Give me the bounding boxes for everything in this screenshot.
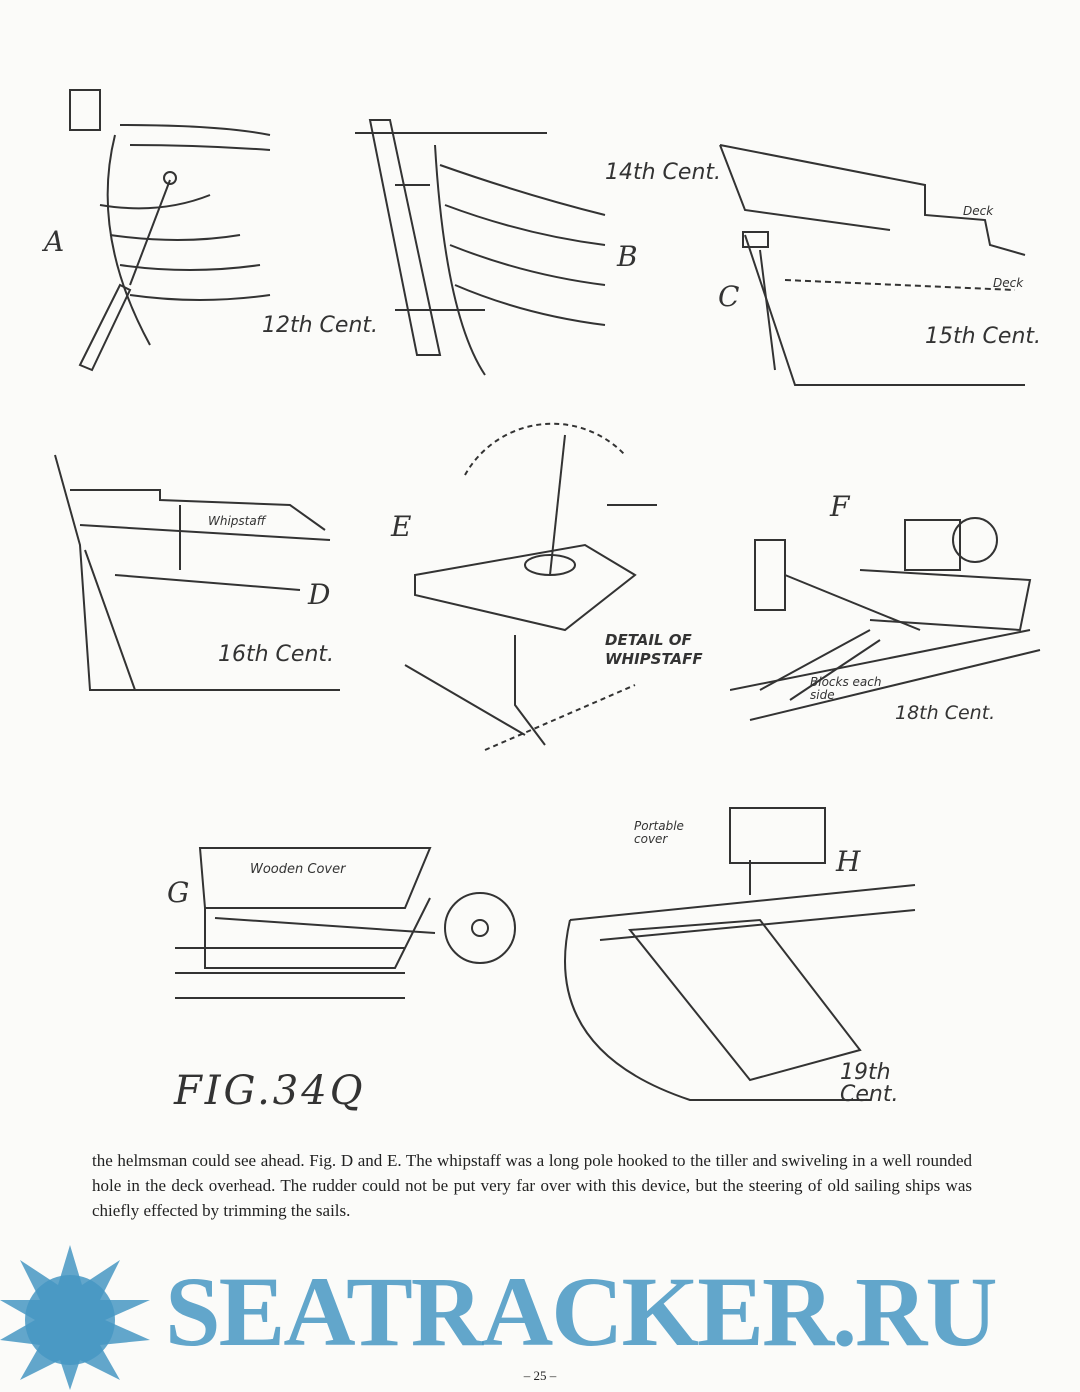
figure-e: E DETAIL OF WHIPSTAFF — [385, 415, 725, 765]
watermark-text: SEATRACKER.RU — [165, 1256, 998, 1367]
figure-b-drawing — [355, 119, 606, 376]
figure-c-deck-upper: Deck — [963, 204, 994, 218]
figure-a-century: 12th Cent. — [262, 313, 379, 338]
figure-g-drawing — [175, 847, 516, 999]
figure-g-cover: Wooden Cover — [250, 862, 346, 877]
figure-d-century: 16th Cent. — [218, 642, 335, 667]
figure-a: A 12th Cent. — [40, 85, 378, 375]
figure-f-blocks: Blocks each side — [810, 675, 882, 702]
figure-c-deck-lower: Deck — [993, 276, 1024, 290]
figure-a-drawing — [69, 89, 271, 372]
figure-h-drawing — [564, 807, 916, 1101]
figure-h: Portable cover H 19th Cent. — [540, 800, 920, 1120]
figure-caption: FIG.34Q — [174, 1068, 366, 1114]
figure-e-drawing — [404, 422, 657, 751]
figure-c-century: 15th Cent. — [925, 324, 1042, 349]
figure-f-drawing — [730, 517, 1041, 721]
figure-c-drawing — [719, 144, 1026, 386]
figure-d-drawing — [54, 454, 340, 691]
figure-c-letter: C — [718, 280, 740, 313]
figure-a-letter: A — [44, 225, 65, 258]
figure-b: 14th Cent. B — [355, 115, 721, 395]
figure-g-letter: G — [167, 876, 190, 909]
figure-d: Whipstaff D 16th Cent. — [50, 450, 370, 700]
figure-d-whipstaff: Whipstaff — [208, 514, 266, 528]
figure-h-letter: H — [836, 845, 861, 878]
figure-b-letter: B — [617, 240, 638, 273]
figure-e-detail-label: DETAIL OF WHIPSTAFF — [605, 631, 703, 668]
figure-h-century: 19th Cent. — [840, 1060, 899, 1107]
figure-f-century: 18th Cent. — [895, 702, 996, 724]
figure-g: G Wooden Cover — [165, 838, 525, 1038]
figure-c: Deck Deck C 15th Cent. — [715, 140, 1065, 400]
figure-d-letter: D — [308, 578, 331, 611]
body-paragraph: the helmsman could see ahead. Fig. D and… — [92, 1151, 972, 1220]
figure-b-century: 14th Cent. — [605, 160, 722, 185]
figure-e-letter: E — [391, 510, 412, 543]
figure-h-portable: Portable cover — [634, 819, 684, 846]
figure-f: F Blocks each side 18th Cent. — [730, 490, 1050, 740]
page-number: – 25 – — [523, 1368, 557, 1383]
figure-f-letter: F — [830, 490, 850, 523]
